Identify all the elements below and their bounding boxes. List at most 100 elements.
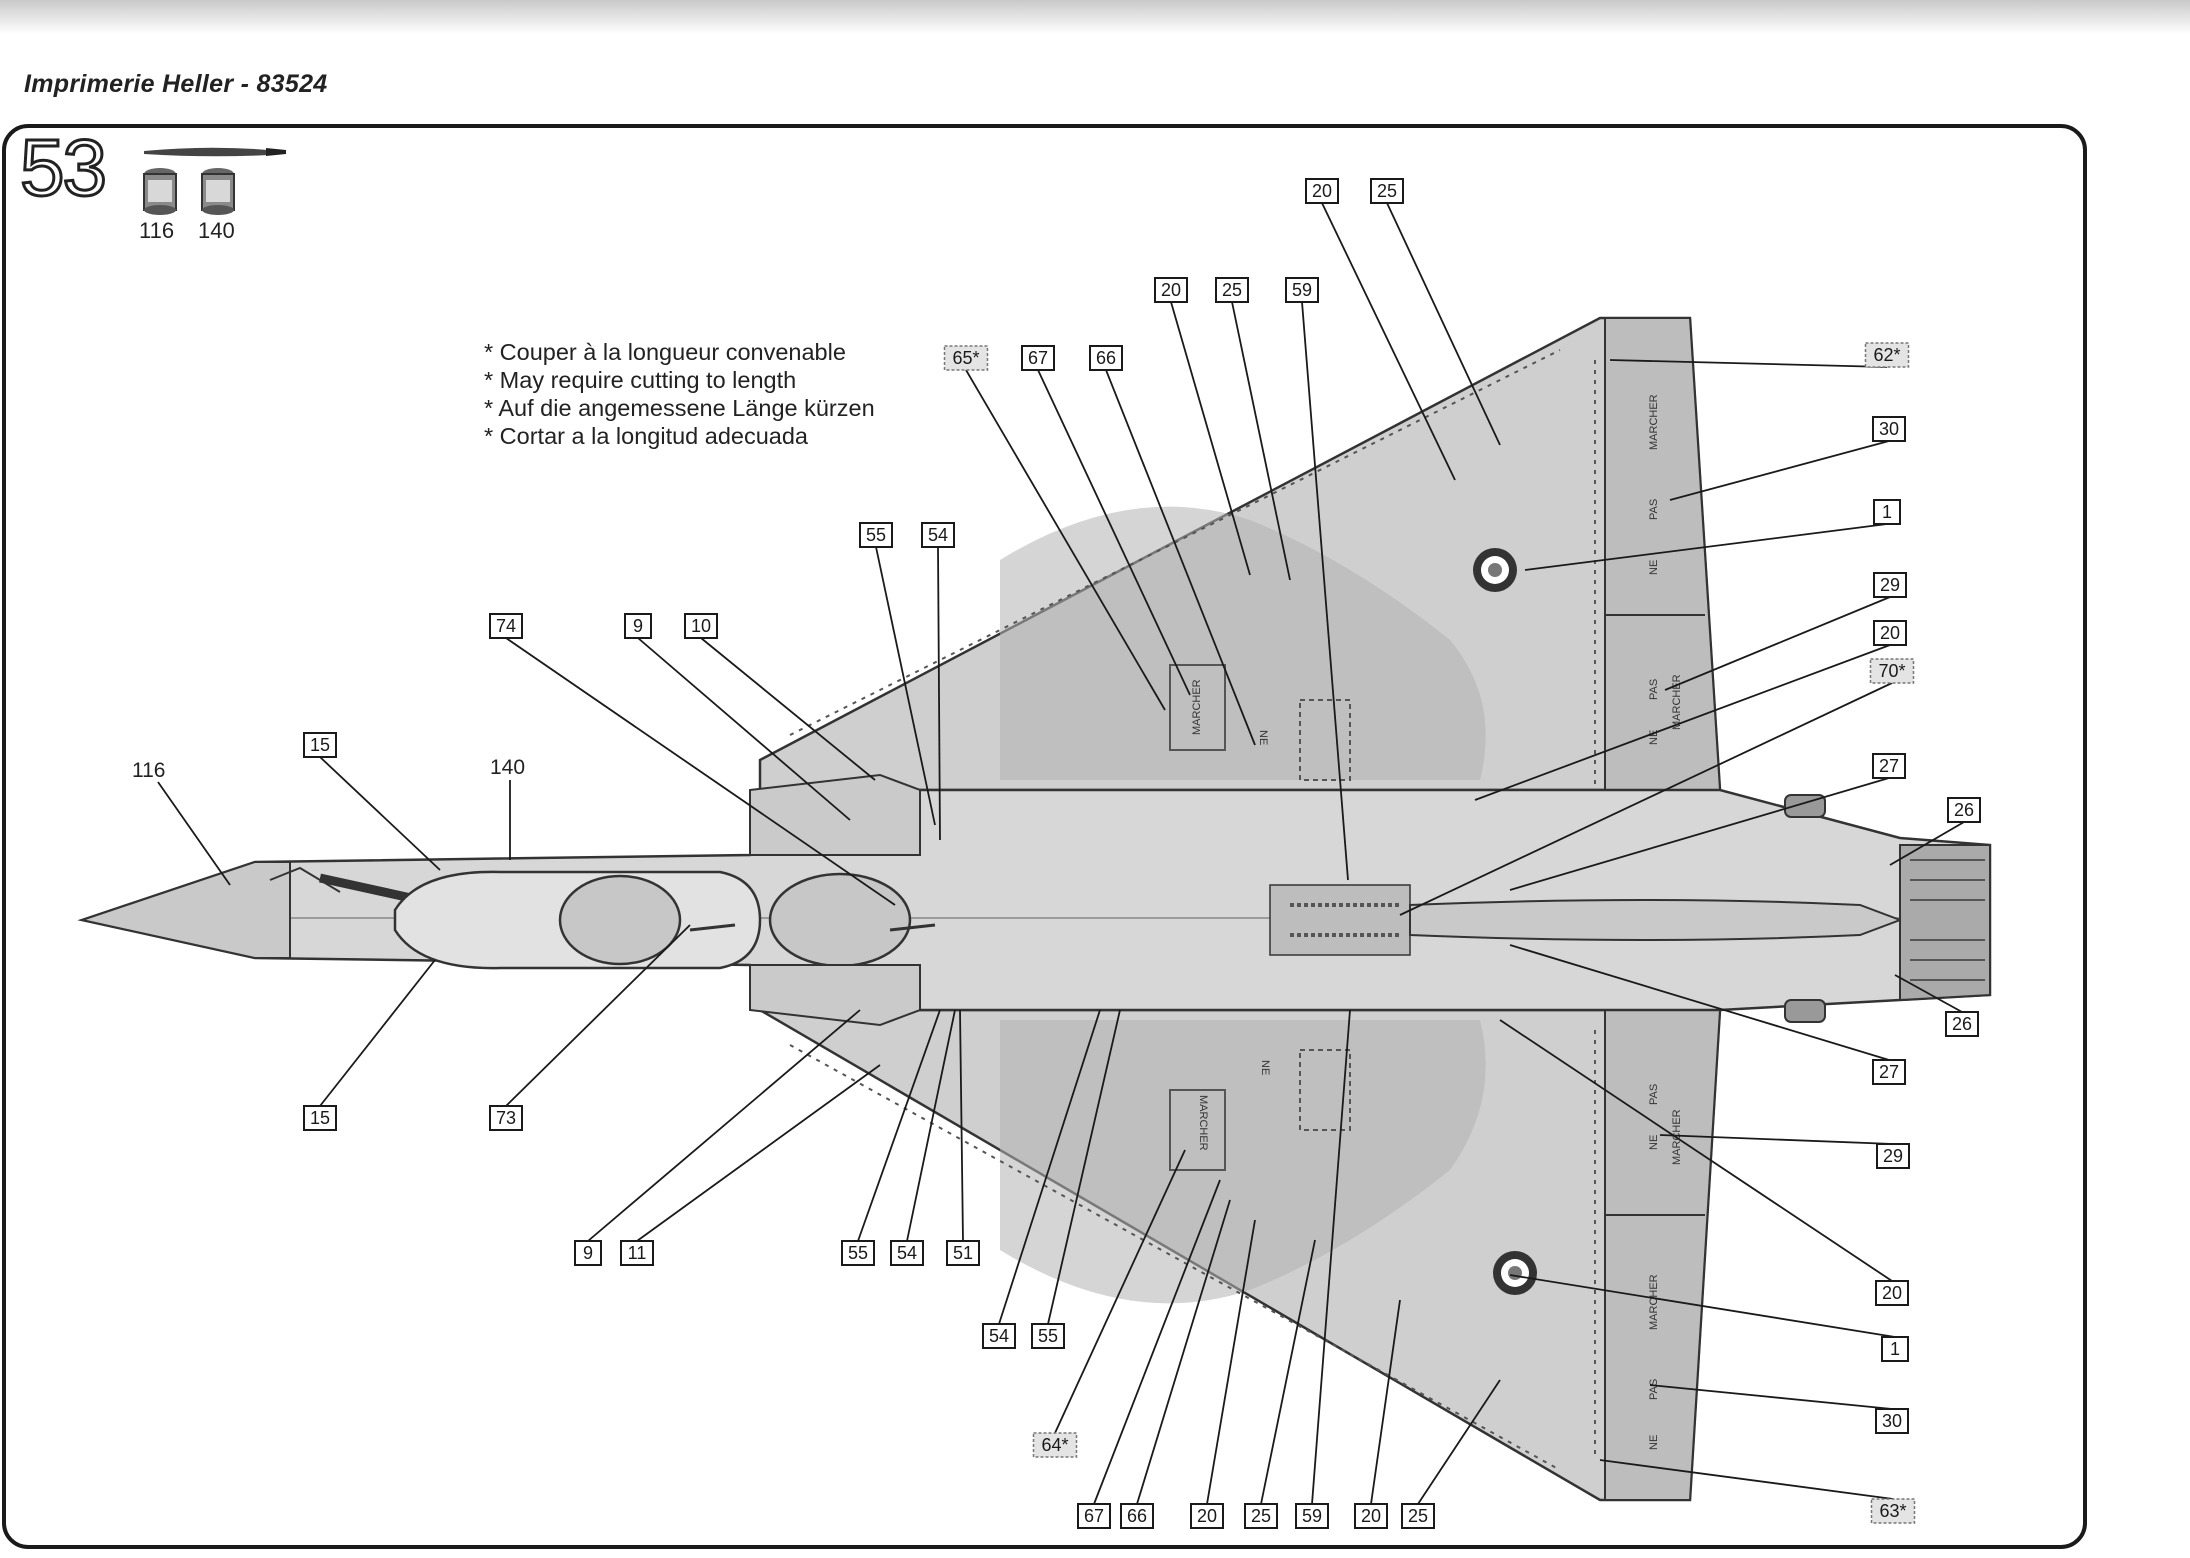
callout-label: 20 (1361, 1506, 1381, 1526)
callout-leader-line (906, 1009, 956, 1242)
callout-leader-line (1669, 440, 1890, 501)
stencil-text: NE (1648, 1435, 1660, 1450)
callout-leader-line (636, 1064, 881, 1242)
callout-leader-line (1260, 1239, 1316, 1505)
callout-label: 25 (1408, 1506, 1428, 1526)
paint-pot-icon (201, 168, 235, 215)
callout-box: 73 (489, 1105, 523, 1131)
callout-leader-line (637, 637, 851, 821)
step-number: 53 (19, 123, 109, 212)
callout-label: 55 (848, 1243, 868, 1263)
stencil-text: PAS (1648, 1084, 1660, 1105)
callout-leader-line (1417, 1379, 1501, 1505)
callout-leader-line (875, 546, 936, 826)
callout-leader-line (1170, 301, 1251, 576)
callout-leader-line (1231, 301, 1291, 581)
callout-label: 54 (928, 525, 948, 545)
callout-leader-line (1894, 974, 1963, 1013)
paint-callout-nose: 116 (132, 759, 165, 782)
callout-leader-line (1321, 202, 1456, 481)
paint-code-label: 140 (198, 218, 235, 243)
callout-box: 26 (1945, 1011, 1979, 1037)
stencil-text: MARCHER (1191, 679, 1203, 735)
stencil-text: MARCHER (1648, 394, 1660, 450)
callout-label: 20 (1882, 1283, 1902, 1303)
callout-label: 73 (496, 1108, 516, 1128)
callout-leader-line (1889, 821, 1965, 866)
callout-box: 20 (1190, 1503, 1224, 1529)
callout-label: 59 (1302, 1506, 1322, 1526)
callout-label: 63* (1879, 1501, 1906, 1521)
callout-leader-line (1370, 1299, 1401, 1505)
callout-leader-lines (319, 202, 1965, 1505)
stencil-text: MARCHER (1671, 674, 1683, 730)
callout-leader-line (1609, 359, 1888, 368)
callout-box: 20 (1154, 277, 1188, 303)
callout-leader-line (1311, 1009, 1351, 1505)
callout-box: 55 (1031, 1323, 1065, 1349)
paint-pot-icon (143, 168, 177, 215)
callout-leader-line (1037, 369, 1191, 696)
stencil-text: PAS (1648, 679, 1660, 700)
callout-label: 51 (953, 1243, 973, 1263)
callout-box: 74 (489, 613, 523, 639)
instruction-panel-frame (2, 124, 2087, 1549)
callout-label: 55 (866, 525, 886, 545)
callout-leader-line (1509, 1274, 1896, 1338)
callout-leader-line (965, 369, 1166, 711)
lower-wing (755, 1008, 1722, 1502)
callout-leader-line (1659, 1134, 1894, 1145)
callout-label: 54 (989, 1326, 1009, 1346)
callout-label: 11 (628, 1243, 647, 1263)
callout-label: 20 (1197, 1506, 1217, 1526)
callout-box: 25 (1215, 277, 1249, 303)
callout-box: 11 (620, 1240, 654, 1266)
callout-label: 29 (1883, 1146, 1903, 1166)
callout-label: 62* (1873, 345, 1900, 365)
callout-label: 66 (1127, 1506, 1147, 1526)
callout-label: 1 (1890, 1339, 1900, 1359)
callout-box: 54 (890, 1240, 924, 1266)
callout-box: 25 (1370, 178, 1404, 204)
callout-leader-line (1105, 369, 1256, 746)
paint-code-label: 116 (139, 218, 175, 243)
callout-leader-line (1499, 1019, 1893, 1282)
callout-leader-line (1301, 301, 1349, 881)
callout-label: 70* (1878, 661, 1905, 681)
stencil-text: PAS (1648, 499, 1660, 520)
callout-box: 20 (1873, 620, 1907, 646)
stencil-text: MARCHER (1648, 1274, 1660, 1330)
callout-leader-line (1509, 944, 1890, 1061)
callout-leader-line (1206, 1219, 1256, 1505)
callout-leader-line (1509, 777, 1890, 891)
callout-leader-line (587, 1009, 861, 1242)
note-line: * Auf die angemessene Länge kürzen (484, 395, 875, 421)
callout-box: 51 (946, 1240, 980, 1266)
paintbrush-icon (144, 147, 286, 157)
callout-box: 10 (684, 613, 718, 639)
callout-leader-line (1599, 1459, 1894, 1500)
stencil-text: NE (1648, 1135, 1660, 1150)
callout-leader-line (1524, 523, 1888, 571)
callout-box: 66 (1089, 345, 1123, 371)
walkway-box (1299, 699, 1351, 781)
callout-label: 54 (897, 1243, 917, 1263)
callout-box: 26 (1947, 797, 1981, 823)
callout-label: 64* (1041, 1435, 1068, 1455)
callout-label: 27 (1879, 756, 1899, 776)
walkway-box (1169, 1089, 1226, 1171)
callout-box: 54 (982, 1323, 1016, 1349)
callout-box: 67 (1077, 1503, 1111, 1529)
paint-callout-fuselage: 140 (490, 756, 525, 779)
callout-label: 20 (1880, 623, 1900, 643)
callout-box: 62* (1864, 342, 1910, 368)
callout-leader-line (1386, 202, 1501, 446)
callout-label: 59 (1292, 280, 1312, 300)
note-line: * Cortar a la longitud adecuada (484, 423, 808, 449)
callout-box: 66 (1120, 1503, 1154, 1529)
note-line: * Couper à la longueur convenable (484, 339, 846, 365)
callout-label: 27 (1879, 1062, 1899, 1082)
roundel-lower (1493, 1251, 1537, 1295)
callout-label: 67 (1084, 1506, 1104, 1526)
